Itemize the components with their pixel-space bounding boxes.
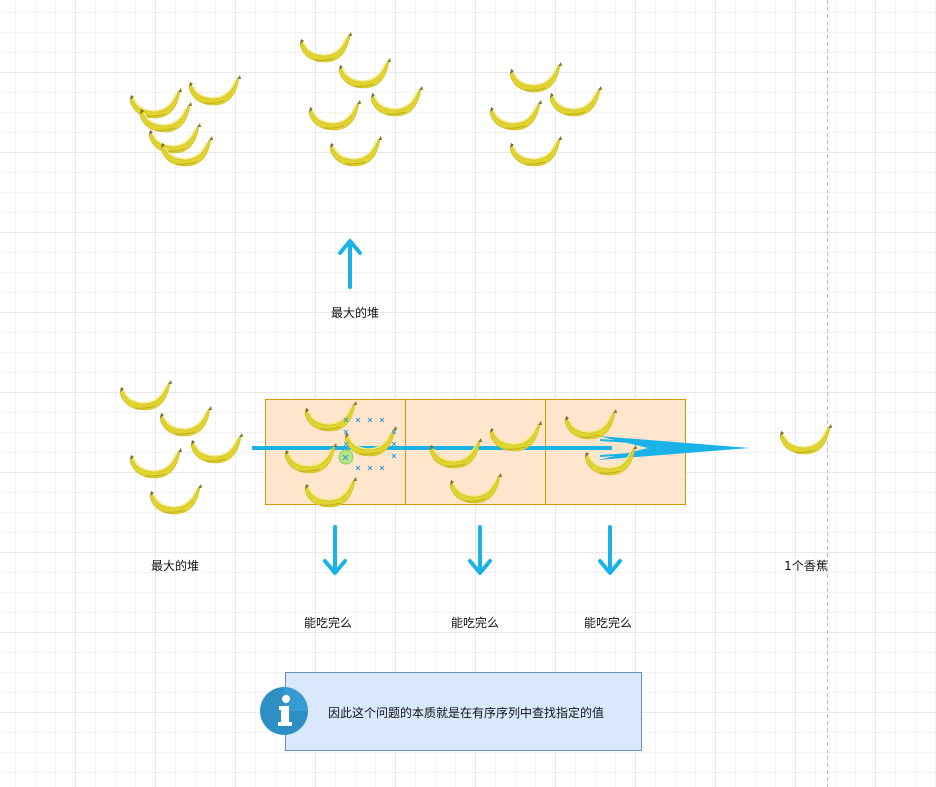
banana-icon xyxy=(190,432,244,464)
arrow-down-icon xyxy=(598,525,622,575)
note-text: 因此这个问题的本质就是在有序序列中查找指定的值 xyxy=(328,706,605,720)
note-box[interactable]: 因此这个问题的本质就是在有序序列中查找指定的值 xyxy=(285,672,642,751)
max-pile-label-top: 最大的堆 xyxy=(330,306,380,320)
arrow-down-icon xyxy=(323,525,347,575)
arrow-up-icon xyxy=(338,239,362,289)
max-pile-label-bottom: 最大的堆 xyxy=(150,559,200,573)
banana-icon xyxy=(149,483,203,515)
selection-handles[interactable] xyxy=(338,417,397,471)
banana-icon xyxy=(489,99,543,131)
banana-icon xyxy=(159,405,213,437)
banana-icon xyxy=(308,99,362,131)
banana-icon xyxy=(188,74,242,106)
bottom-pile-left xyxy=(119,379,244,515)
banana-icon xyxy=(779,423,833,455)
banana-icon xyxy=(299,31,353,63)
banana-icon xyxy=(509,135,563,167)
banana-icon xyxy=(549,85,603,117)
selection-handle[interactable] xyxy=(343,417,397,471)
banana-icon xyxy=(129,87,183,119)
banana-icon xyxy=(329,135,383,167)
banana-icon xyxy=(119,379,173,411)
can-finish-label-1: 能吃完么 xyxy=(303,616,353,630)
arrow-down-icon xyxy=(468,525,492,575)
banana-icon xyxy=(509,61,563,93)
one-banana-label: 1个香蕉 xyxy=(784,559,828,573)
can-finish-label-3: 能吃完么 xyxy=(583,616,633,630)
banana-icon xyxy=(338,57,392,89)
can-finish-label-2: 能吃完么 xyxy=(450,616,500,630)
top-pile-right xyxy=(489,61,603,167)
banana-icon xyxy=(370,85,424,117)
top-pile-middle xyxy=(299,31,424,167)
banana-icon xyxy=(129,447,183,479)
top-pile-left xyxy=(129,74,242,167)
info-icon xyxy=(260,687,308,735)
